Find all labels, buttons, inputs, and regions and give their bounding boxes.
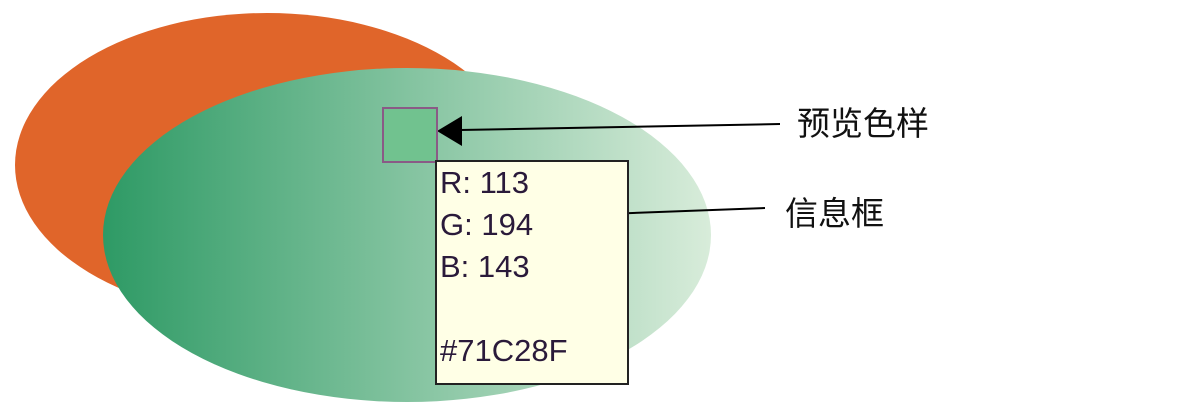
preview-label: 预览色样 <box>797 104 929 143</box>
blue-value: B: 143 <box>440 249 530 284</box>
preview-swatch <box>382 107 438 163</box>
arrow-preview <box>437 116 781 146</box>
green-value: G: 194 <box>440 207 534 242</box>
red-value: R: 113 <box>440 165 530 200</box>
info-label: 信息框 <box>785 194 884 233</box>
hex-value: #71C28F <box>440 333 568 368</box>
info-box: R: 113 G: 194 B: 143 #71C28F <box>435 160 629 385</box>
